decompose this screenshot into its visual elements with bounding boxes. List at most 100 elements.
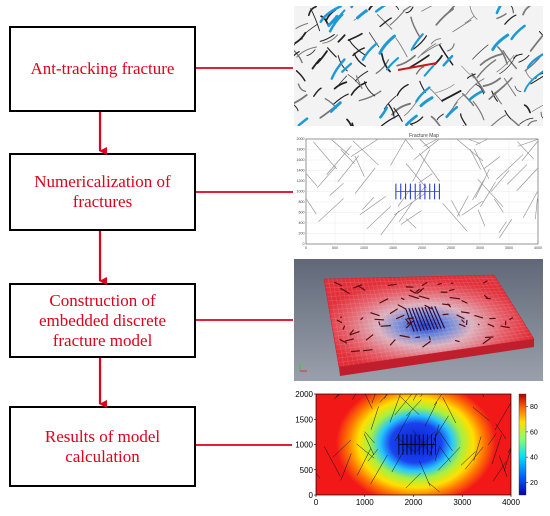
natural-fracture-line [456, 195, 469, 217]
extracted-fracture-streak [523, 70, 543, 93]
natural-fracture-line [364, 394, 373, 409]
embedded-fracture [458, 323, 466, 327]
extracted-fracture-streak [356, 9, 368, 20]
natural-fracture-line [483, 156, 501, 170]
ant-track-streak [388, 103, 395, 117]
extracted-fracture-streak [297, 117, 309, 126]
natural-fracture-line [354, 155, 365, 177]
mesh-line [396, 277, 422, 356]
ant-track-streak [469, 6, 478, 20]
extracted-fracture-streak [328, 13, 344, 33]
embedded-fracture [416, 289, 423, 294]
embedded-fracture [399, 334, 410, 338]
ant-track-streak [294, 94, 308, 104]
ant-track-streak [347, 32, 363, 42]
step-label-line: Results of model [44, 426, 161, 446]
ant-track-streak [294, 51, 300, 57]
ant-track-streak [358, 90, 382, 102]
embedded-fracture [449, 296, 461, 300]
embedded-fracture [437, 282, 442, 286]
natural-fracture-line [394, 412, 411, 442]
ant-track-streak [447, 43, 455, 52]
natural-fracture-line [362, 197, 375, 210]
embedded-fracture [483, 294, 489, 300]
mesh-line [442, 276, 476, 348]
natural-fracture-line [517, 141, 534, 160]
ant-track-streak [296, 46, 318, 58]
x-tick-label: 2500 [447, 246, 455, 250]
extracted-fracture-streak [423, 64, 435, 77]
mesh-line [468, 275, 505, 344]
embedded-fracture [415, 336, 421, 339]
colorbar-tick-label: 80 [530, 404, 538, 411]
ant-track-streak [502, 50, 518, 70]
ant-track-streak [294, 49, 303, 64]
natural-fracture-line [352, 140, 379, 166]
ant-track-streak [488, 84, 506, 100]
natural-fracture-line [475, 169, 490, 199]
ant-track-streak [337, 34, 346, 43]
ant-track-streak [531, 104, 543, 112]
mesh-line [383, 277, 408, 358]
mesh-line [328, 278, 344, 367]
ant-track-streak [538, 31, 543, 37]
natural-fracture-line [371, 394, 376, 404]
mesh-line [455, 275, 491, 346]
natural-fracture-line [419, 153, 440, 182]
mesh-line [340, 278, 359, 365]
natural-fracture-line [419, 460, 431, 487]
natural-fracture-line [492, 461, 507, 482]
extracted-fracture-streak [419, 96, 434, 108]
x-tick-label: 500 [332, 246, 338, 250]
ant-track-streak [452, 19, 472, 33]
natural-fracture-line [326, 145, 352, 175]
y-tick-label: 1200 [297, 179, 305, 183]
mesh-line [333, 316, 521, 337]
natural-fracture-line [516, 168, 538, 192]
ant-track-streak [396, 54, 416, 67]
mesh-line [362, 278, 383, 361]
y-tick-label: 400 [299, 221, 305, 225]
extracted-fracture-streak [378, 34, 396, 55]
natural-fracture-line [498, 455, 508, 478]
natural-fracture-line [465, 446, 484, 470]
mesh-line [400, 277, 427, 355]
mesh-line [332, 313, 519, 332]
x-tick-label: 0 [314, 498, 319, 507]
embedded-fracture [349, 329, 354, 335]
natural-fracture-line [496, 154, 524, 180]
natural-fracture-line [340, 453, 352, 481]
natural-fracture-line [461, 200, 483, 216]
mesh-line [329, 300, 511, 315]
hydraulic-fracture [408, 308, 419, 332]
embedded-fracture [389, 339, 396, 346]
natural-fracture-line [396, 437, 416, 453]
extracted-fracture-streak [319, 6, 342, 23]
ant-track-streak [435, 8, 455, 26]
mesh-line [349, 278, 369, 363]
hydraulic-fracture [414, 307, 425, 331]
natural-fracture-line [427, 482, 440, 493]
embedded-fracture [418, 295, 430, 300]
fracture-map-title: Fracture Map [409, 133, 439, 139]
natural-fracture-line [398, 202, 413, 222]
natural-fracture-line [367, 448, 379, 462]
embedded-fracture [456, 314, 465, 320]
natural-fracture-line [419, 139, 430, 149]
mesh-line [357, 278, 379, 362]
hydraulic-fracture [424, 306, 435, 330]
hydraulic-fracture [421, 307, 432, 331]
natural-fracture-line [535, 198, 538, 220]
natural-fracture-line [517, 139, 538, 147]
x-tick-label: 1000 [356, 498, 374, 507]
natural-fracture-line [399, 395, 420, 415]
ant-track-streak [410, 16, 421, 39]
mesh-line [335, 326, 527, 350]
ant-track-streak [303, 23, 318, 35]
ant-track-streak [421, 6, 433, 12]
mesh-line [335, 322, 525, 346]
natural-fracture-line [306, 199, 317, 215]
extracted-fracture-streak [379, 106, 389, 119]
ant-track-streak [497, 46, 508, 65]
